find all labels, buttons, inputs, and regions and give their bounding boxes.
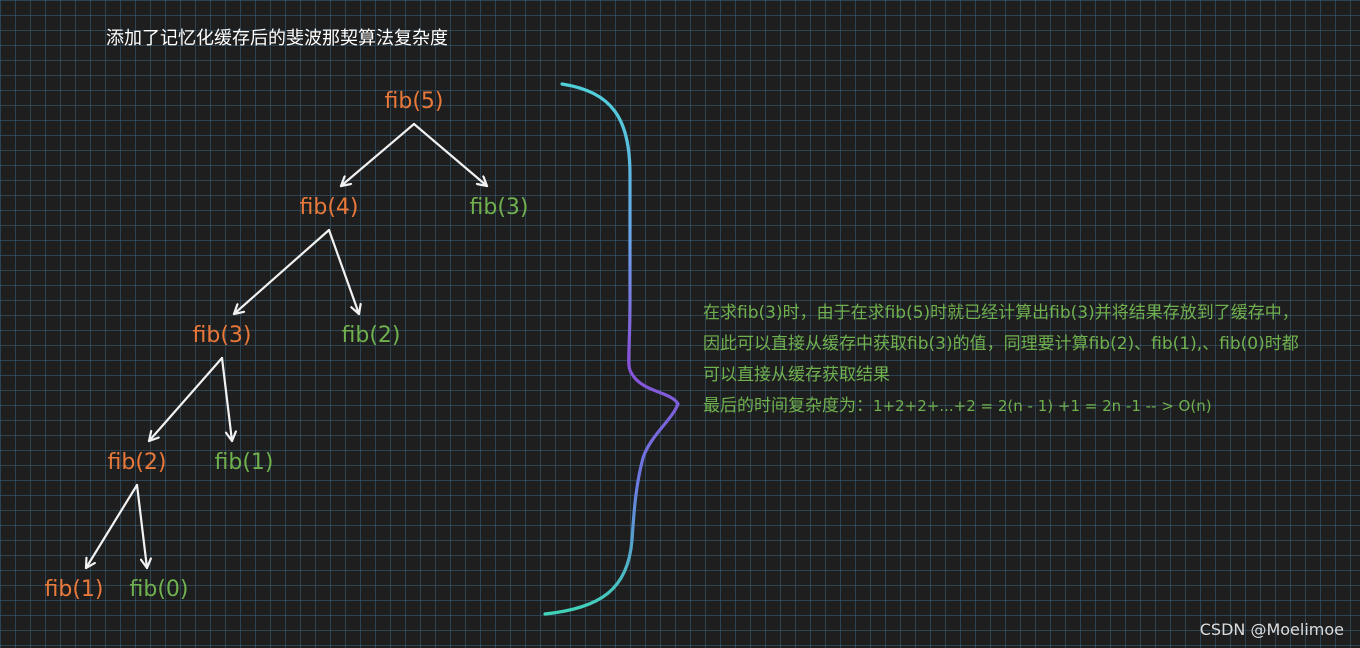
tree-node-n1: fib(1)	[44, 577, 104, 602]
tree-node-n2r: fib(2)	[341, 323, 401, 348]
arrow-n3-to-n2	[147, 356, 224, 443]
tree-node-n5: fib(5)	[384, 89, 444, 114]
arrow-n2-to-n0	[135, 483, 147, 570]
arrow-n4-to-n2r	[327, 228, 359, 316]
tree-arrows	[84, 122, 489, 570]
watermark: CSDN @Moelimoe	[1199, 620, 1344, 639]
tree-node-n0: fib(0)	[129, 577, 189, 602]
tree-node-n2: fib(2)	[107, 450, 167, 475]
tree-node-n1r: fib(1)	[214, 450, 274, 475]
tree-node-n3r: fib(3)	[469, 195, 529, 220]
explanation-text: 在求fib(3)时，由于在求fib(5)时就已经计算出fib(3)并将结果存放到…	[703, 298, 1299, 422]
diagram-title: 添加了记忆化缓存后的斐波那契算法复杂度	[106, 28, 448, 49]
tree-node-n4: fib(4)	[299, 195, 359, 220]
explanation-line-2: 因此可以直接从缓存中获取fib(3)的值，同理要计算fib(2)、fib(1),…	[703, 334, 1299, 354]
arrow-n3-to-n1r	[220, 356, 232, 443]
explanation-line-3: 可以直接从缓存获取结果	[703, 365, 890, 385]
curly-brace	[543, 82, 680, 616]
explanation-line-4: 最后的时间复杂度为：1+2+2+...+2 = 2(n - 1) +1 = 2n…	[703, 391, 1299, 422]
tree-node-n3: fib(3)	[192, 323, 252, 348]
arrow-n2-to-n1	[84, 483, 139, 570]
arrow-n4-to-n3	[232, 228, 331, 316]
complexity-formula: 1+2+2+...+2 = 2(n - 1) +1 = 2n -1 -- > O…	[873, 397, 1212, 415]
arrow-n5-to-n4	[339, 122, 416, 188]
complexity-label: 最后的时间复杂度为：	[703, 396, 873, 416]
explanation-line-1: 在求fib(3)时，由于在求fib(5)时就已经计算出fib(3)并将结果存放到…	[703, 303, 1299, 323]
arrow-n5-to-n3r	[412, 122, 489, 188]
